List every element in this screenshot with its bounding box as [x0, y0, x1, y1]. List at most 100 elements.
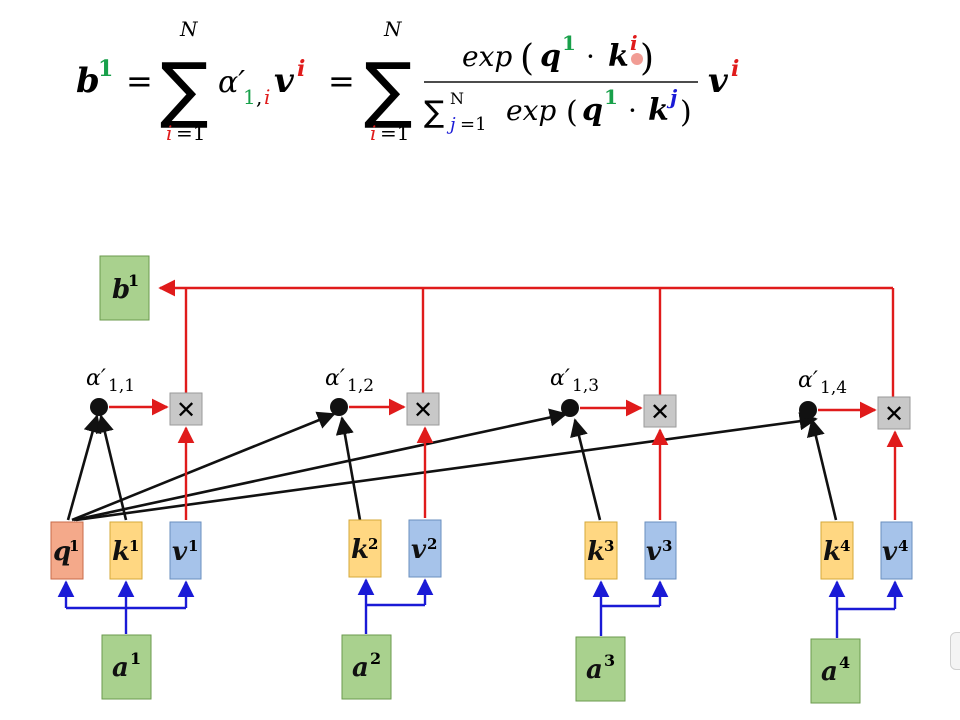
- key-1-sup: 1: [129, 537, 139, 555]
- multiply-icon: ✕: [884, 400, 904, 428]
- den-k: k: [648, 93, 669, 128]
- input-box-a1: a 1: [101, 634, 152, 700]
- alpha-node-1: α′ 1,1: [86, 366, 169, 416]
- alpha-node-3: α′ 1,3: [550, 366, 643, 417]
- input-1-sup: 1: [130, 649, 141, 668]
- formula-alpha-sub-1: 1: [243, 85, 256, 109]
- num-exp: exp: [462, 40, 512, 73]
- input-4-sup: 4: [839, 653, 850, 672]
- den-lower-var: j: [446, 114, 456, 135]
- key-3-sup: 3: [604, 537, 614, 555]
- value-3-sup: 3: [662, 537, 672, 555]
- sum1-lower-var: i: [166, 121, 172, 145]
- input-3-sup: 3: [604, 651, 615, 670]
- multiplier-1: ✕: [169, 392, 203, 426]
- value-box-v3: v 3: [644, 521, 677, 580]
- fraction-denominator: ∑ N j =1 exp ( q 1 · k j ): [424, 85, 692, 135]
- value-2-label: v: [411, 535, 427, 565]
- sum1-sigma: ∑: [160, 47, 209, 131]
- value-box-v2: v 2: [408, 519, 442, 578]
- formula-alpha-sub-comma: ,: [256, 85, 262, 109]
- value-box-v4: v 4: [880, 521, 913, 580]
- den-lparen: (: [566, 95, 578, 130]
- num-lparen: (: [520, 38, 534, 79]
- key-4-sup: 4: [840, 537, 850, 555]
- formula-v: v: [274, 61, 295, 101]
- formula-v-trailing-sup: i: [731, 56, 739, 82]
- formula-alpha: α′: [218, 65, 245, 100]
- key-2-sup: 2: [368, 535, 378, 553]
- multiplier-3: ✕: [643, 394, 677, 428]
- value-4-label: v: [882, 537, 898, 567]
- alpha-3-sub: 1,3: [572, 376, 599, 396]
- attention-formula: b 1 = N ∑ i =1 α′ 1 , i v i = N ∑ i =1 e…: [76, 17, 739, 145]
- input-box-a2: a 2: [341, 634, 392, 700]
- fraction-numerator: exp ( q 1 · k i ): [462, 31, 654, 79]
- value-4-sup: 4: [898, 537, 908, 555]
- query-box-q1: q 1: [50, 521, 84, 580]
- sum1-lower-rest: =1: [176, 121, 205, 145]
- input-4-label: a: [821, 657, 838, 687]
- value-1-label: v: [172, 537, 188, 567]
- key-box-k1: k 1: [109, 521, 143, 580]
- edge-panel-handle[interactable]: [950, 632, 960, 670]
- attention-diagram: b 1 α′ 1,1 α′ 1,2 α′: [50, 255, 913, 704]
- input-1-label: a: [112, 653, 129, 683]
- query-sup: 1: [69, 537, 79, 555]
- formula-lhs-b: b: [76, 61, 100, 101]
- pointer-highlight: [631, 53, 643, 65]
- alpha-4-base: α′: [798, 368, 818, 393]
- sum2-lower-rest: =1: [380, 121, 409, 145]
- multiplier-4: ✕: [877, 396, 911, 430]
- output-label: b: [112, 275, 130, 305]
- input-3-label: a: [586, 655, 603, 685]
- den-q-sup: 1: [604, 85, 618, 109]
- formula-v-trailing: v: [708, 61, 729, 101]
- alpha-3-base: α′: [550, 366, 570, 391]
- value-3-label: v: [646, 537, 662, 567]
- formula-v-sup: i: [297, 56, 305, 82]
- multiplier-2: ✕: [406, 392, 440, 426]
- value-2-sup: 2: [427, 535, 437, 553]
- key-3-label: k: [587, 537, 605, 567]
- den-sigma: ∑: [424, 95, 444, 130]
- formula-lhs-sup: 1: [98, 56, 113, 82]
- num-rparen: ): [640, 38, 654, 79]
- alpha-1-base: α′: [86, 366, 106, 391]
- key-2-label: k: [351, 535, 369, 565]
- alpha-1-sub: 1,1: [108, 376, 135, 396]
- den-dot: ·: [628, 94, 637, 127]
- output-sup: 1: [128, 271, 139, 290]
- formula-equals-2: =: [328, 62, 355, 100]
- alpha-2-base: α′: [325, 366, 345, 391]
- key-box-k4: k 4: [820, 521, 854, 580]
- input-box-a3: a 3: [575, 636, 626, 702]
- key-box-k3: k 3: [584, 521, 618, 580]
- alpha-2-sub: 1,2: [347, 376, 374, 396]
- value-1-sup: 1: [188, 537, 198, 555]
- key-4-label: k: [823, 537, 841, 567]
- sum2-upper: N: [383, 17, 403, 41]
- input-box-a4: a 4: [810, 638, 861, 704]
- output-bus: [158, 279, 895, 398]
- value-to-multiplier-arrows: [177, 426, 904, 520]
- input-2-sup: 2: [370, 649, 381, 668]
- key-1-label: k: [112, 537, 130, 567]
- multiply-icon: ✕: [650, 398, 670, 426]
- alpha-node-2: α′ 1,2: [325, 366, 406, 416]
- den-upper: N: [450, 89, 464, 108]
- alpha-node-4: α′ 1,4: [798, 368, 877, 419]
- query-label: q: [53, 537, 71, 567]
- input-projection-arrows: [57, 578, 904, 638]
- attention-arrows: [66, 408, 838, 522]
- num-k-sup: i: [630, 31, 638, 55]
- num-k: k: [608, 39, 629, 74]
- num-q: q: [540, 39, 561, 74]
- den-q: q: [582, 93, 603, 128]
- den-lower-rest: =1: [460, 114, 487, 135]
- formula-alpha-sub-i: i: [264, 85, 270, 109]
- formula-equals-1: =: [126, 62, 153, 100]
- den-rparen: ): [680, 95, 692, 130]
- sum1-upper: N: [179, 17, 199, 41]
